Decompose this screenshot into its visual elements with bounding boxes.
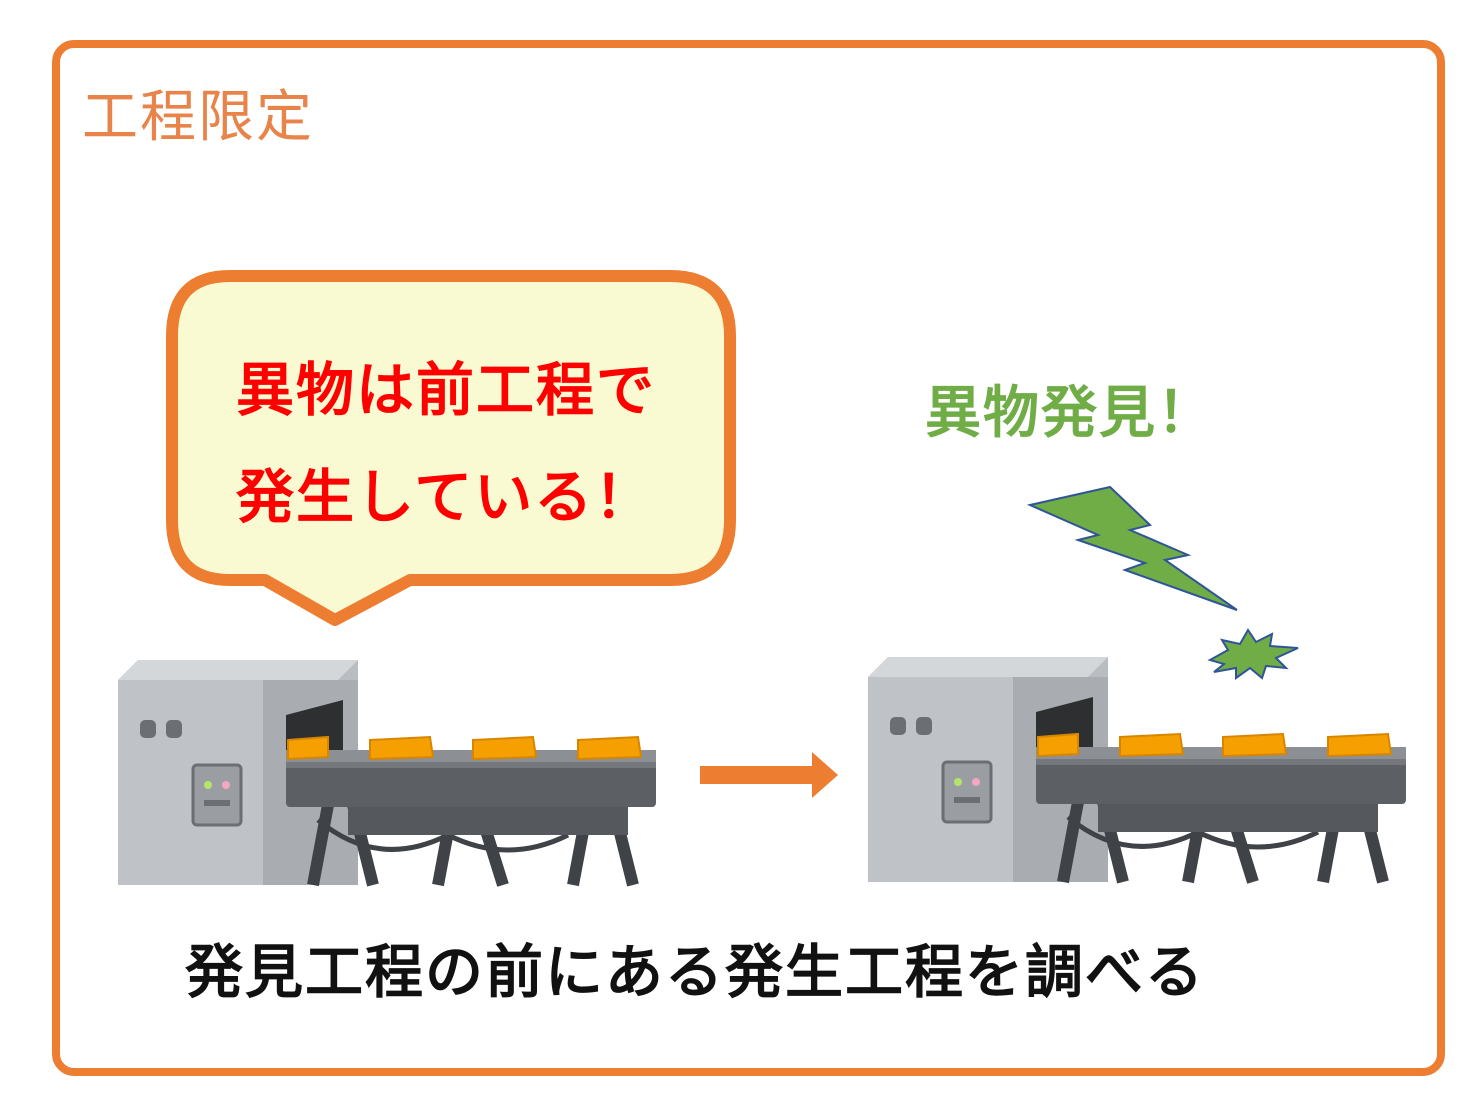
bubble-text-line-1: 異物は前工程で xyxy=(236,356,657,424)
caption-text: 発見工程の前にある発生工程を調べる xyxy=(185,938,1206,1006)
bubble-text-line-2: 発生している！ xyxy=(236,463,655,531)
lightning-bolt-icon xyxy=(1026,485,1238,611)
inspection-machine-previous-process xyxy=(118,660,656,885)
slide-title: 工程限定 xyxy=(82,85,314,150)
process-flow-arrow-icon xyxy=(700,752,838,798)
diagram-frame xyxy=(52,40,1445,1076)
inspection-machine-detection-process xyxy=(868,657,1406,882)
speech-bubble xyxy=(166,270,736,626)
foreign-object-burst-icon xyxy=(1207,628,1299,680)
detection-alert-text: 異物発見！ xyxy=(925,381,1215,446)
